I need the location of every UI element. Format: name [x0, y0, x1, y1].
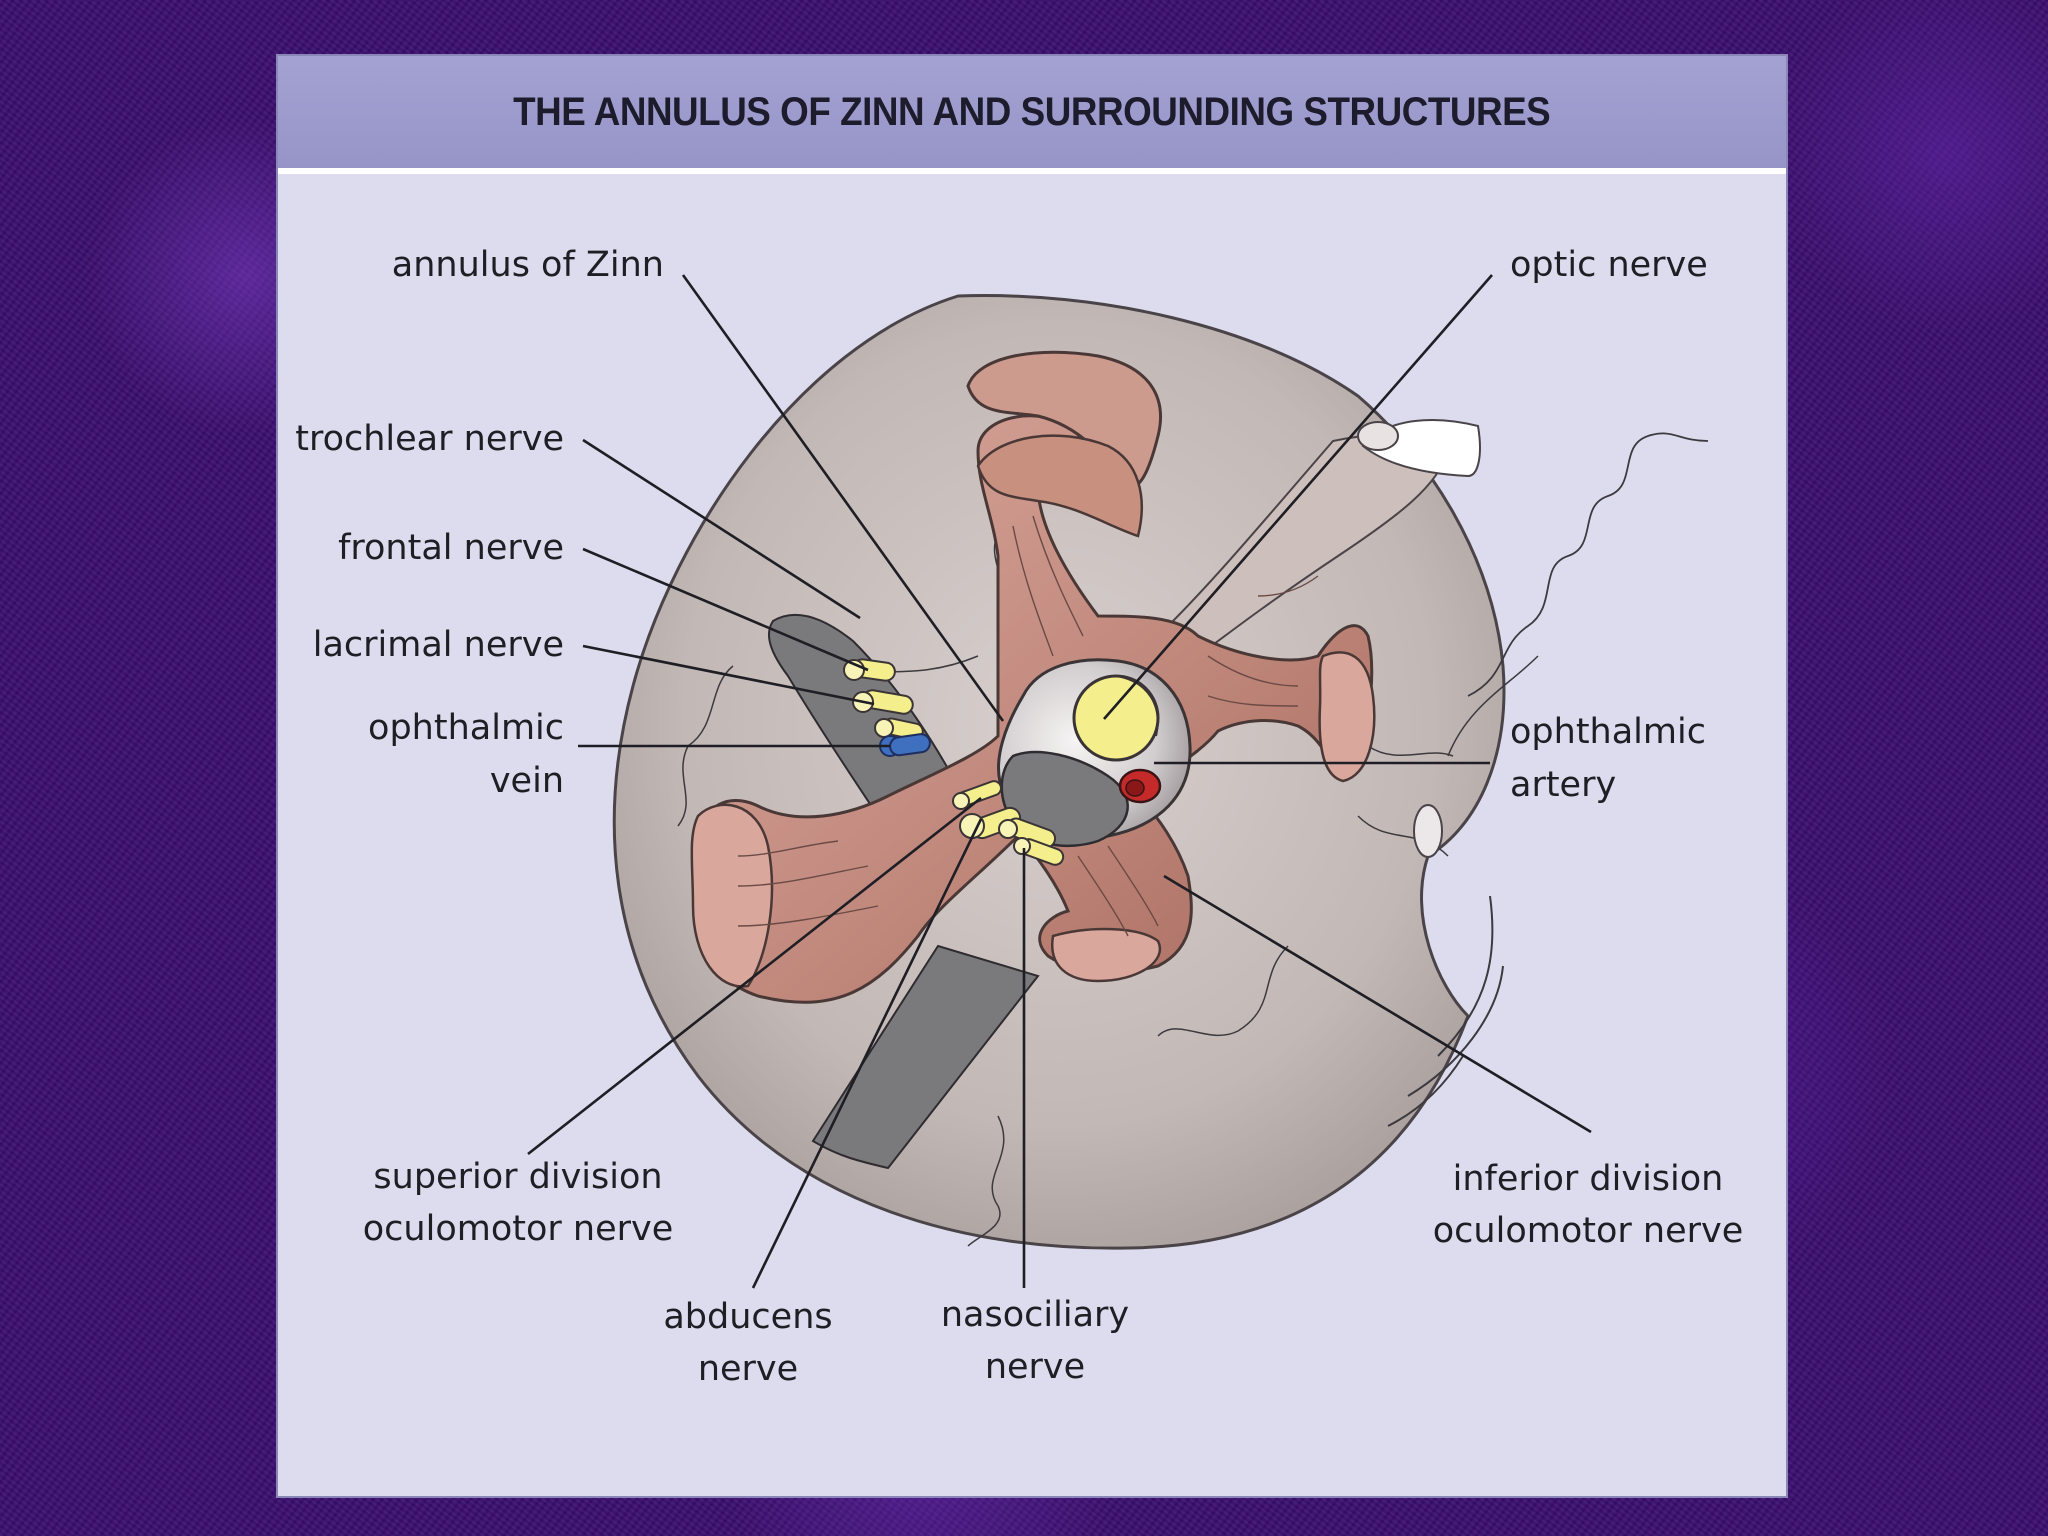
label-nasociliary-nerve-line2: nerve	[985, 1347, 1085, 1387]
optic-nerve-sheath	[1115, 675, 1159, 737]
ophthalmic-artery-lumen	[1125, 779, 1145, 797]
label-lacrimal-nerve: lacrimal nerve	[313, 625, 564, 665]
label-superior-division-line1: superior division	[373, 1157, 662, 1197]
muscle-striations	[737, 515, 1319, 937]
label-inferior-division-line2: oculomotor nerve	[1433, 1211, 1744, 1251]
title-bar: THE ANNULUS OF ZINN AND SURROUNDING STRU…	[278, 56, 1786, 174]
fissure-nerves	[843, 658, 931, 757]
inferior-orbital-band	[811, 944, 1040, 1170]
inferior-rectus-end	[1050, 927, 1162, 983]
leader-superior-division	[527, 796, 982, 1156]
leader-frontal-nerve	[582, 547, 869, 672]
leader-optic-nerve	[1103, 274, 1493, 720]
leader-lacrimal-nerve	[582, 644, 875, 706]
leader-abducens-nerve	[751, 818, 983, 1289]
superior-rectus-flap-2	[976, 434, 1143, 538]
label-annulus-of-zinn: annulus of Zinn	[392, 245, 664, 285]
label-abducens-nerve-line1: abducens	[663, 1297, 832, 1337]
nerve-fiber	[967, 1115, 1005, 1247]
leader-lines	[527, 274, 1592, 1289]
lateral-rectus-end	[1318, 651, 1376, 783]
leader-trochlear-nerve	[582, 438, 861, 620]
label-ophthalmic-vein-line1: ophthalmic	[368, 708, 564, 748]
label-ophthalmic-vein-line2: vein	[490, 761, 564, 801]
globe-node	[1413, 804, 1443, 858]
label-frontal-nerve: frontal nerve	[338, 528, 564, 568]
nerve-fiber	[1157, 945, 1289, 1037]
nerve-fiber	[1447, 655, 1539, 757]
globe-curve	[1437, 895, 1494, 1057]
globe-curve	[1407, 965, 1504, 1097]
label-optic-nerve: optic nerve	[1510, 245, 1708, 285]
label-abducens-nerve-line2: nerve	[698, 1349, 798, 1389]
label-ophthalmic-artery-line2: artery	[1510, 765, 1616, 805]
figure-panel: THE ANNULUS OF ZINN AND SURROUNDING STRU…	[276, 54, 1788, 1498]
nerve-fiber	[1367, 745, 1454, 757]
figure-title: THE ANNULUS OF ZINN AND SURROUNDING STRU…	[513, 89, 1551, 134]
foramen-nerves	[952, 780, 1065, 866]
label-trochlear-nerve: trochlear nerve	[295, 419, 564, 459]
label-inferior-division-line1: inferior division	[1453, 1159, 1724, 1199]
label-superior-division-line2: oculomotor nerve	[363, 1209, 674, 1249]
leader-annulus-of-zinn	[681, 274, 1005, 722]
label-nasociliary-nerve-line1: nasociliary	[941, 1295, 1129, 1335]
leader-inferior-division	[1163, 874, 1592, 1134]
optic-nerve-cross-section	[1072, 674, 1160, 762]
globe-curve	[1387, 1055, 1464, 1127]
label-ophthalmic-artery-line1: ophthalmic	[1510, 712, 1706, 752]
medial-rectus-end	[690, 803, 774, 988]
annulus-diagram: annulus of Zinn optic nerve trochlear ne…	[295, 245, 1744, 1389]
trochlea-end	[1357, 421, 1399, 451]
ciliary-nerve-fiber	[1467, 432, 1709, 697]
